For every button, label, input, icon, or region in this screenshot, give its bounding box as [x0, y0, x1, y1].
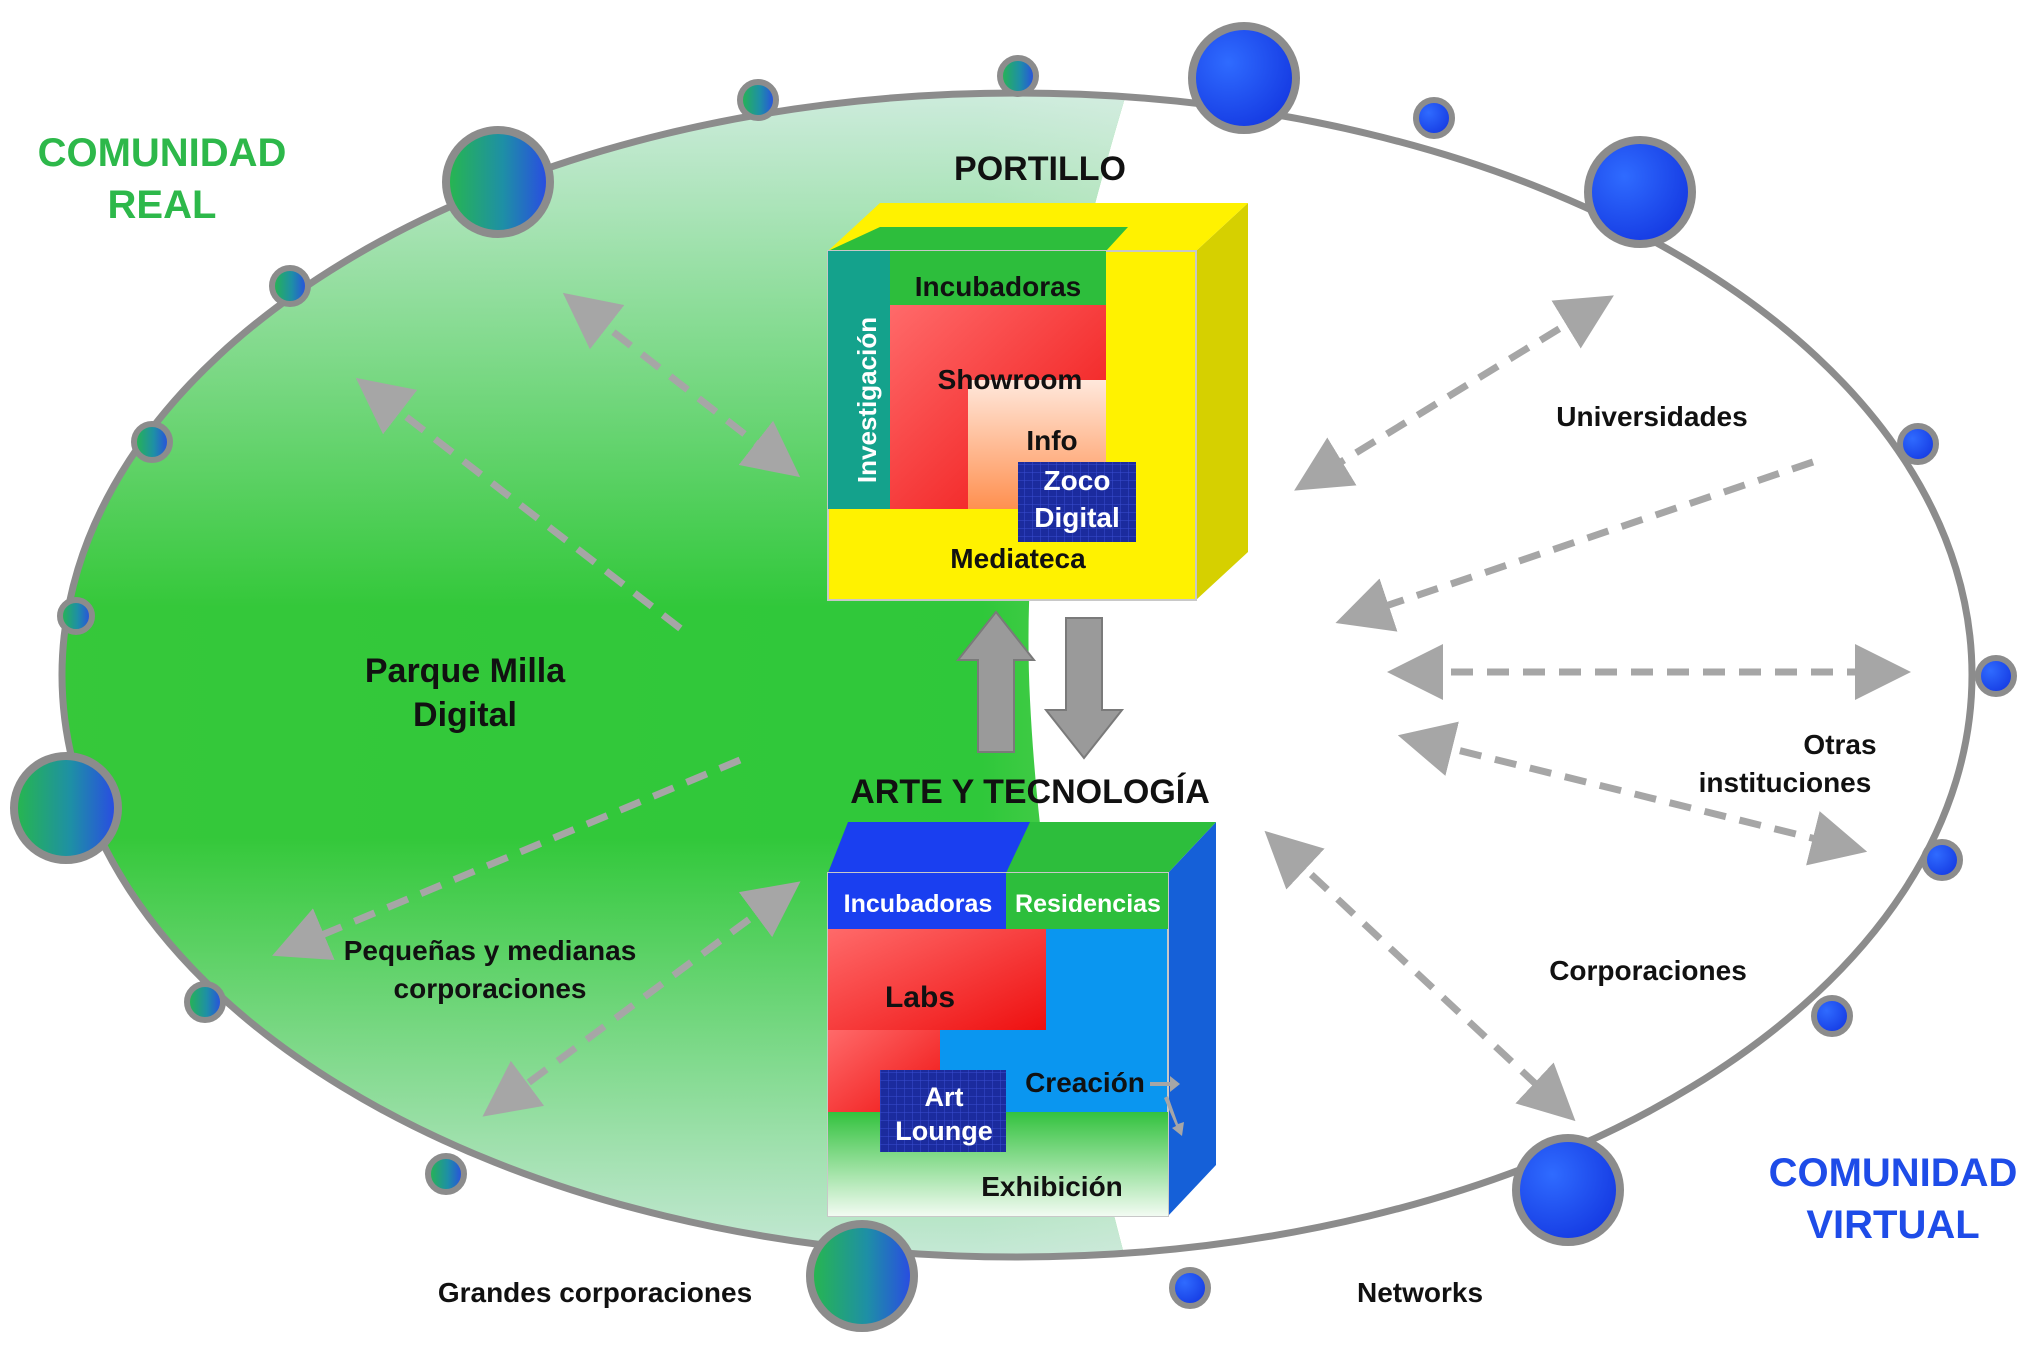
small-ring-node — [57, 597, 95, 635]
otras-label-line1: Otras — [1803, 729, 1876, 760]
relation-arrows — [272, 292, 1911, 1122]
mediateca-label: Mediateca — [950, 543, 1086, 574]
arte-side — [1168, 822, 1216, 1216]
arte-incubadoras-label: Incubadoras — [844, 890, 993, 918]
arrow-virtual-inbound — [1335, 458, 1815, 632]
arrow-universidades — [1294, 295, 1614, 491]
large-ring-node — [1188, 22, 1300, 134]
small-ring-node — [1975, 655, 2017, 697]
small-ring-node — [1897, 423, 1939, 465]
large-ring-node — [806, 1220, 918, 1332]
zoco-label-line2: Digital — [1034, 502, 1120, 533]
pymes-label-line2: corporaciones — [394, 973, 587, 1004]
small-ring-node — [997, 55, 1039, 97]
otras-label-line2: instituciones — [1699, 767, 1872, 798]
small-ring-node — [1811, 995, 1853, 1037]
investigacion-label: Investigación — [852, 317, 882, 483]
residencias-block — [1006, 873, 1168, 929]
small-ring-node — [1413, 97, 1455, 139]
portillo-cube — [827, 203, 1248, 601]
small-ring-node — [184, 981, 226, 1023]
zoco-digital-block — [1018, 462, 1136, 542]
arte-incubadoras-block — [828, 873, 1006, 929]
art-lounge-line1: Art — [925, 1082, 964, 1112]
large-ring-node — [1512, 1134, 1624, 1246]
residencias-label: Residencias — [1015, 890, 1161, 918]
comunidad-real-line1: COMUNIDAD — [38, 131, 287, 175]
info-label: Info — [1026, 425, 1077, 456]
flow-arrow-up — [955, 610, 1037, 753]
arte-top-blue — [828, 822, 1030, 873]
art-lounge-line2: Lounge — [895, 1116, 992, 1146]
small-ring-node — [737, 79, 779, 121]
small-ring-node — [425, 1153, 467, 1195]
large-ring-node — [442, 126, 554, 238]
comunidad-real-line2: REAL — [108, 183, 217, 227]
arrow-parque-inbound — [355, 377, 688, 635]
zoco-label-line1: Zoco — [1044, 465, 1111, 496]
corporaciones-label: Corporaciones — [1549, 955, 1747, 986]
arrow-real-portillo — [562, 292, 801, 478]
grandes-label: Grandes corporaciones — [438, 1277, 752, 1308]
comunidad-virtual-line1: COMUNIDAD — [1769, 1151, 2018, 1195]
flow-arrow-down — [1043, 617, 1125, 760]
small-ring-node — [131, 421, 173, 463]
large-ring-node — [1584, 136, 1696, 248]
parque-label-line2: Digital — [413, 696, 517, 734]
small-ring-node — [1169, 1267, 1211, 1309]
arte-cube — [827, 822, 1216, 1217]
universidades-label: Universidades — [1556, 401, 1747, 432]
creacion-label: Creación — [1025, 1067, 1145, 1098]
labs-block-upper — [828, 929, 1046, 1030]
parque-label-line1: Parque Milla — [365, 652, 566, 690]
arte-title: ARTE Y TECNOLOGÍA — [850, 773, 1210, 811]
exhibicion-label: Exhibición — [981, 1171, 1123, 1202]
labs-label: Labs — [885, 981, 955, 1014]
creacion-arrow-right — [1150, 1076, 1180, 1092]
portillo-side — [1196, 203, 1248, 600]
art-lounge-block — [880, 1070, 1006, 1152]
arrow-pymes-outbound — [272, 756, 742, 961]
investigacion-block — [828, 251, 890, 509]
portillo-incubadoras-label: Incubadoras — [915, 271, 1081, 302]
small-ring-node — [1921, 839, 1963, 881]
ring-nodes — [10, 22, 2017, 1332]
large-ring-node — [10, 752, 122, 864]
arrow-pymes-arte — [482, 881, 801, 1117]
small-ring-node — [269, 265, 311, 307]
portillo-top-green — [828, 227, 1128, 251]
showroom-label: Showroom — [938, 364, 1083, 395]
networks-label: Networks — [1357, 1277, 1483, 1308]
arrow-corporaciones — [1264, 830, 1576, 1122]
comunidad-virtual-line2: VIRTUAL — [1806, 1203, 1979, 1247]
portillo-title: PORTILLO — [954, 150, 1126, 188]
creacion-arrow-down — [1164, 1096, 1184, 1136]
pymes-label-line1: Pequeñas y medianas — [344, 935, 637, 966]
